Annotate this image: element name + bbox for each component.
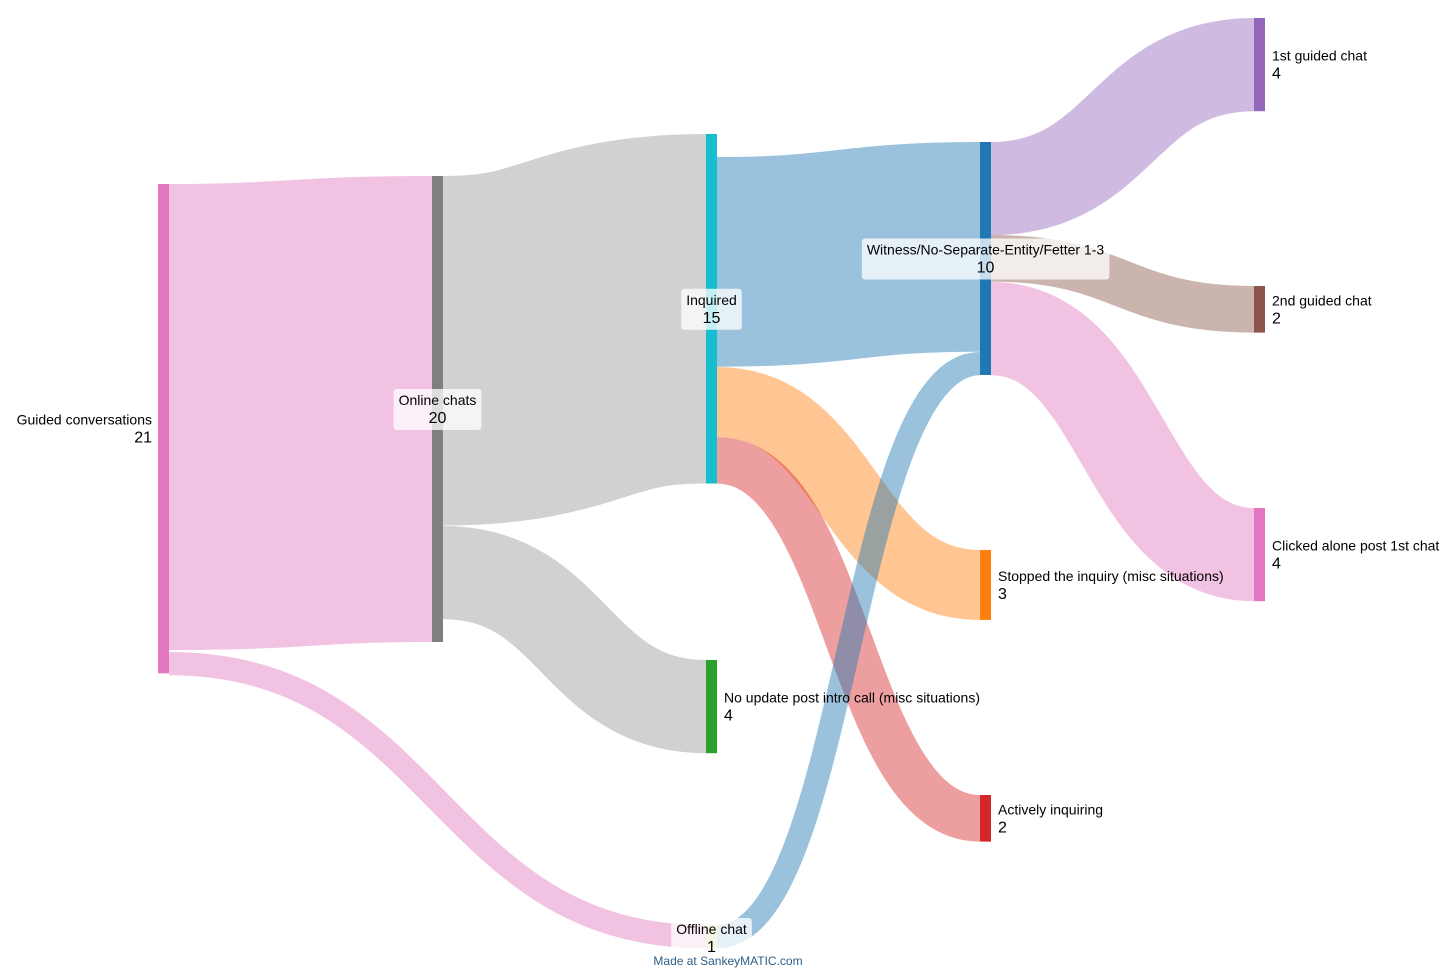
link-online-to-noupdate <box>440 526 709 754</box>
label-second: 2nd guided chat 2 <box>1272 292 1372 327</box>
sankey-links <box>168 18 1258 949</box>
node-noupdate <box>706 660 717 754</box>
label-noupdate: No update post intro call (misc situatio… <box>724 690 980 725</box>
node-active <box>980 795 991 842</box>
label-guided: Guided conversations 21 <box>17 412 153 447</box>
label-online: Online chats 20 <box>393 389 482 430</box>
node-value-second: 2 <box>1272 310 1281 327</box>
node-name-offline: Offline chat <box>676 921 747 937</box>
label-witness: Witness/No-Separate-Entity/Fetter 1-3 10 <box>861 238 1110 280</box>
node-value-first: 4 <box>1272 66 1281 83</box>
node-value-active: 2 <box>998 819 1007 836</box>
node-name-alone: Clicked alone post 1st chat <box>1272 538 1439 554</box>
node-value-online: 20 <box>429 410 447 427</box>
label-alone: Clicked alone post 1st chat 4 <box>1272 538 1439 573</box>
node-name-active: Actively inquiring <box>998 801 1103 817</box>
node-value-alone: 4 <box>1272 556 1281 573</box>
label-background <box>681 288 742 330</box>
link-inquired-to-active <box>714 437 983 842</box>
node-first <box>1254 18 1265 112</box>
node-guided <box>158 184 169 674</box>
node-value-witness: 10 <box>977 260 995 277</box>
label-background <box>861 238 1110 280</box>
node-name-stopped: Stopped the inquiry (misc situations) <box>998 568 1224 584</box>
node-name-first: 1st guided chat <box>1272 48 1367 64</box>
node-name-inquired: Inquired <box>686 292 737 308</box>
link-guided-to-offline <box>168 652 707 949</box>
node-name-noupdate: No update post intro call (misc situatio… <box>724 690 980 706</box>
node-stopped <box>980 550 991 620</box>
node-name-witness: Witness/No-Separate-Entity/Fetter 1-3 <box>867 242 1105 258</box>
node-name-online: Online chats <box>399 392 477 408</box>
node-value-inquired: 15 <box>703 310 721 327</box>
credit-text: Made at SankeyMATIC.com <box>653 954 802 968</box>
link-witness-to-alone <box>987 282 1258 602</box>
label-stopped: Stopped the inquiry (misc situations) 3 <box>998 568 1224 603</box>
label-offline: Offline chat 1 <box>671 918 752 959</box>
label-active: Actively inquiring 2 <box>998 801 1103 836</box>
label-background <box>671 918 752 959</box>
link-online-to-inquired <box>440 134 709 526</box>
node-alone <box>1254 508 1265 602</box>
link-inquired-to-stopped <box>715 367 982 620</box>
link-offline-to-witness <box>715 352 982 949</box>
node-second <box>1254 286 1265 333</box>
node-value-guided: 21 <box>134 430 152 447</box>
node-value-stopped: 3 <box>998 586 1007 603</box>
label-first: 1st guided chat 4 <box>1272 48 1367 83</box>
node-name-second: 2nd guided chat <box>1272 292 1372 308</box>
label-background <box>393 389 482 430</box>
link-witness-to-first <box>989 18 1256 236</box>
link-guided-to-online <box>168 176 433 650</box>
node-value-offline: 1 <box>707 939 716 956</box>
label-inquired: Inquired 15 <box>681 288 742 330</box>
node-name-guided: Guided conversations <box>17 412 152 428</box>
node-value-noupdate: 4 <box>724 708 733 725</box>
